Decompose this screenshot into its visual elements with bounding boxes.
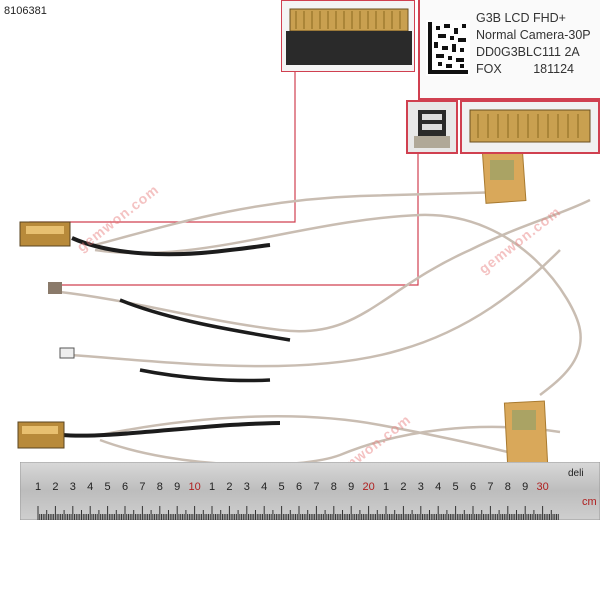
ruler-tick-label: 20 bbox=[362, 481, 374, 493]
ruler-tick-label: 6 bbox=[122, 481, 128, 493]
black-cable-mid bbox=[119, 298, 291, 342]
ruler-tick-label: 4 bbox=[87, 481, 93, 493]
ruler-tick-label: 7 bbox=[139, 481, 145, 493]
silver-cable-4 bbox=[69, 249, 561, 368]
ruler-tick-label: 5 bbox=[453, 481, 459, 493]
camera-connector-top bbox=[48, 282, 62, 294]
ruler-tick-label: 2 bbox=[226, 481, 232, 493]
black-cable-top bbox=[71, 236, 271, 257]
ruler-tick-label: 8 bbox=[157, 481, 163, 493]
ruler-tick-label: 2 bbox=[400, 481, 406, 493]
connector-zoom-small bbox=[406, 100, 458, 154]
label-line-partno: DD0G3BLC111 2A bbox=[476, 45, 580, 59]
silver-cable-1 bbox=[94, 190, 506, 247]
ruler-tick-label: 10 bbox=[188, 481, 200, 493]
ruler-tick-label: 3 bbox=[418, 481, 424, 493]
ruler-tick-label: 1 bbox=[383, 481, 389, 493]
silver-cable-6 bbox=[99, 425, 561, 467]
ruler-tick-label: 9 bbox=[174, 481, 180, 493]
ruler-tick-label: 1 bbox=[209, 481, 215, 493]
label-maker: FOX bbox=[476, 62, 502, 76]
ruler-tick-label: 7 bbox=[313, 481, 319, 493]
ruler-tick-label: 9 bbox=[348, 481, 354, 493]
ruler-tick-label: 1 bbox=[35, 481, 41, 493]
product-sku: 8106381 bbox=[4, 5, 47, 17]
ruler-tick-label: 4 bbox=[261, 481, 267, 493]
datamatrix-code bbox=[426, 20, 470, 76]
callout-line-top bbox=[29, 72, 296, 232]
label-text: G3B LCD FHD+ Normal Camera-30P DD0G3BLC1… bbox=[476, 10, 591, 78]
black-cable-bottom bbox=[61, 421, 281, 438]
ruler-tick-label: 30 bbox=[536, 481, 548, 493]
ruler-tick-label: 8 bbox=[505, 481, 511, 493]
camera-connector-mid bbox=[59, 347, 75, 359]
label-line-maker: FOX 181124 bbox=[476, 61, 591, 78]
ruler-brand: deli bbox=[568, 468, 584, 479]
ruler-tick-label: 7 bbox=[487, 481, 493, 493]
silver-cable-2 bbox=[94, 213, 582, 396]
ruler-tick-label: 5 bbox=[279, 481, 285, 493]
ruler-tick-label: 3 bbox=[244, 481, 250, 493]
ruler-unit: cm bbox=[582, 496, 597, 508]
ruler-tick-label: 6 bbox=[470, 481, 476, 493]
label-date: 181124 bbox=[533, 62, 574, 76]
product-label: G3B LCD FHD+ Normal Camera-30P DD0G3BLC1… bbox=[418, 0, 600, 100]
ruler-tick-label: 3 bbox=[70, 481, 76, 493]
ruler-tick-label: 6 bbox=[296, 481, 302, 493]
ruler-tick-label: 5 bbox=[105, 481, 111, 493]
label-line-model: G3B LCD FHD+ bbox=[476, 11, 566, 25]
ruler-tick-label: 9 bbox=[522, 481, 528, 493]
connector-zoom-mid bbox=[460, 100, 600, 154]
lcd-connector-bottom bbox=[17, 421, 65, 449]
silver-cable-5 bbox=[99, 415, 521, 457]
connector-zoom-top bbox=[281, 0, 415, 72]
ruler-tick-label: 8 bbox=[331, 481, 337, 493]
silver-cable-3 bbox=[59, 198, 591, 333]
label-line-spec: Normal Camera-30P bbox=[476, 28, 591, 42]
black-cable-lower bbox=[139, 368, 271, 383]
ruler-tick-label: 2 bbox=[52, 481, 58, 493]
ruler-tick-label: 4 bbox=[435, 481, 441, 493]
